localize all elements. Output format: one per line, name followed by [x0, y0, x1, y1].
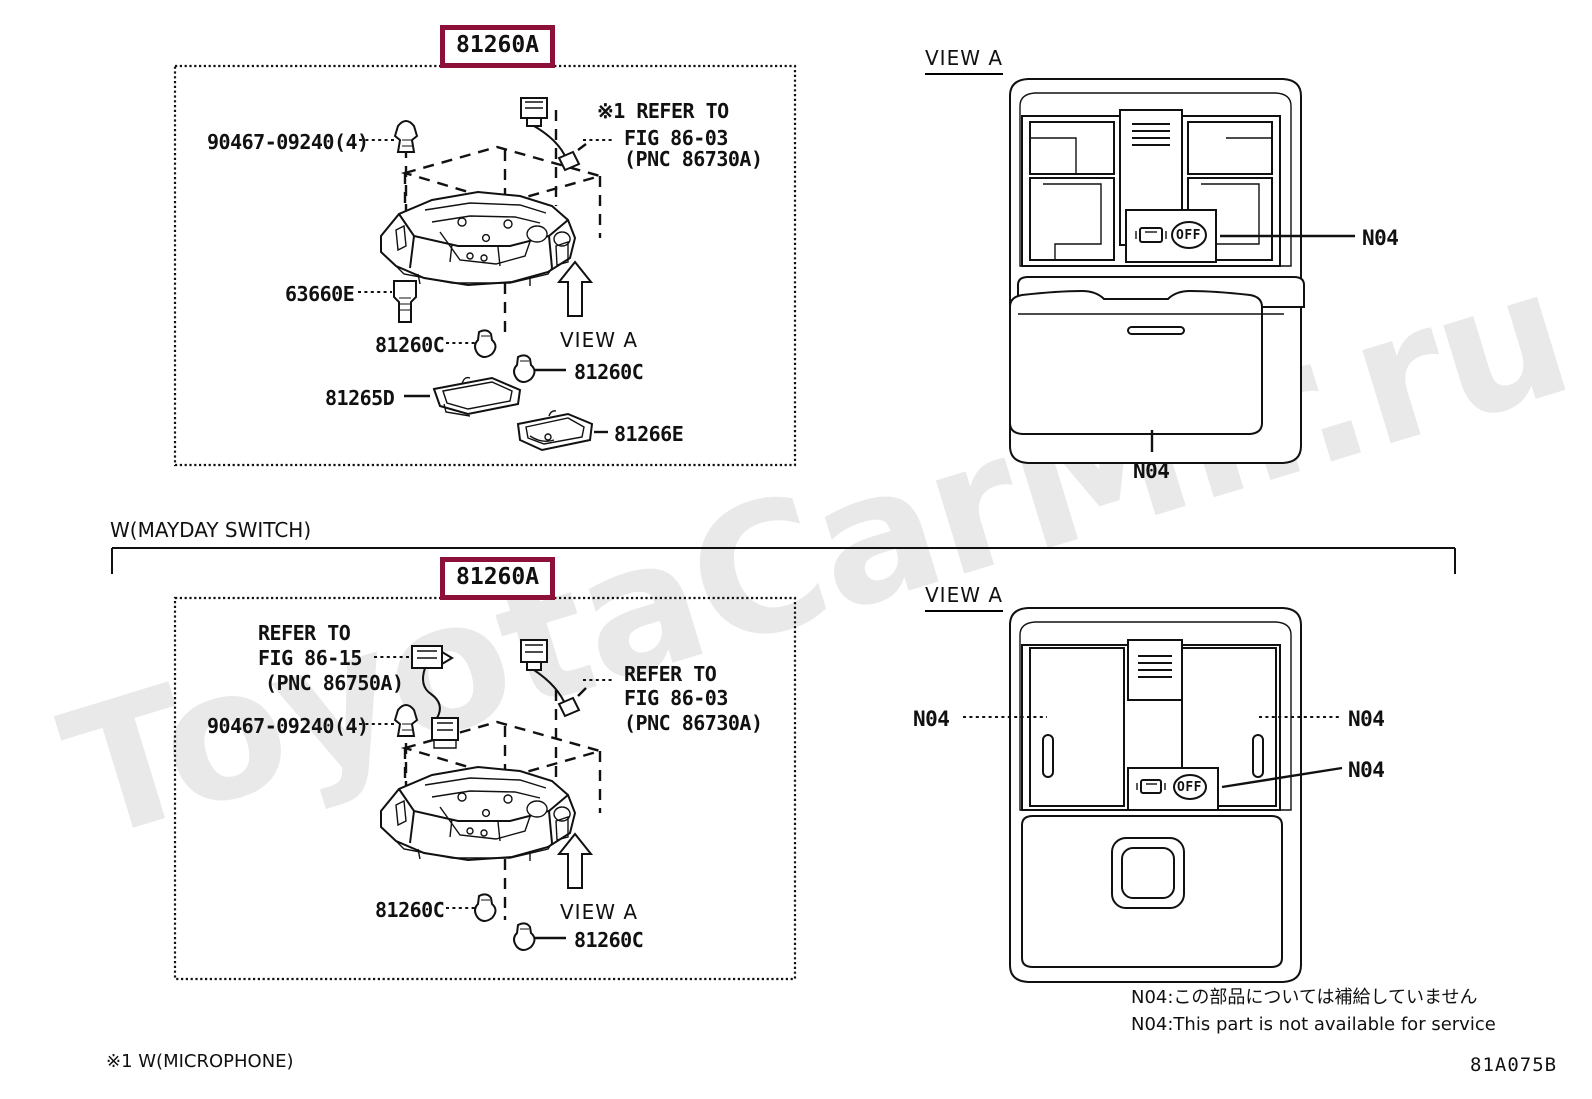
- overhead-console-bottom-assembly: [380, 690, 605, 920]
- part-63660E-top: [358, 280, 417, 323]
- callout-n04-box-top: N04: [1133, 459, 1170, 483]
- label-90467-09240-bottom: 90467-09240(4): [207, 714, 369, 738]
- bulb-81260C-left-top: [446, 329, 497, 358]
- sunroof-switch-icon-bottom: [1136, 779, 1166, 794]
- label-90467-09240-top: 90467-09240(4): [207, 130, 369, 154]
- mayday-harness-86750A: [374, 645, 459, 749]
- label-refer-fig-8603-bottom: FIG 86-03: [624, 686, 728, 710]
- overhead-console-top-assembly: [380, 110, 605, 340]
- label-refer-to-8603-l1: REFER TO: [624, 662, 717, 686]
- callout-81260A-top[interactable]: 81260A: [440, 25, 556, 69]
- label-81265D: 81265D: [325, 386, 395, 410]
- lens-81266E-top: [516, 410, 608, 452]
- bulb-81260C-left-bottom: [446, 893, 497, 922]
- callout-n04-switch-top: N04: [1362, 226, 1399, 250]
- view-a-title-bottom: VIEW A: [925, 582, 1004, 613]
- label-view-a-arrow-bottom: VIEW A: [560, 900, 639, 924]
- bulb-81260C-right-top: [513, 354, 566, 383]
- label-refer-fig-8603-top: FIG 86-03: [624, 126, 728, 150]
- connector-harness-86730A-bottom: [520, 639, 614, 718]
- label-refer-to-8615-l1: REFER TO: [258, 621, 351, 645]
- section-label-mayday-switch: W(MAYDAY SWITCH): [110, 518, 312, 542]
- label-81260C-right-top: 81260C: [574, 360, 644, 384]
- label-81260C-left-top: 81260C: [375, 333, 445, 357]
- figure-code: 81A075B: [1470, 1054, 1558, 1076]
- microphone-grille-bottom: [1138, 655, 1172, 678]
- callout-n04-left-lamp: N04: [913, 707, 950, 731]
- lens-81265D-top: [404, 376, 522, 417]
- label-refer-pnc-86750A: (PNC 86750A): [265, 671, 404, 695]
- label-refer-pnc-86730A-bottom: (PNC 86730A): [624, 711, 763, 735]
- label-63660E: 63660E: [285, 282, 355, 306]
- callout-n04-switch-bottom: N04: [1348, 758, 1385, 782]
- clip-90467-part-bottom: [359, 704, 419, 737]
- mayday-switch-bracket: [111, 547, 1456, 574]
- label-refer-pnc-86730A-top: (PNC 86730A): [624, 147, 763, 171]
- label-view-a-arrow-top: VIEW A: [560, 328, 639, 352]
- bulb-81260C-right-bottom: [513, 922, 566, 951]
- label-refer-note-top: ※1 REFER TO: [597, 99, 729, 123]
- microphone-grille-top: [1132, 123, 1170, 146]
- clip-90467-part-top: [359, 120, 419, 153]
- switch-off-label-bottom[interactable]: OFF: [1177, 780, 1202, 795]
- legend-japanese: N04:この部品については補給していません: [1131, 987, 1478, 1008]
- sunroof-switch-icon-top: [1135, 227, 1167, 243]
- legend-english: N04:This part is not available for servi…: [1131, 1014, 1496, 1035]
- callout-81260A-bottom[interactable]: 81260A: [440, 557, 556, 601]
- label-refer-fig-8615: FIG 86-15: [258, 646, 362, 670]
- connector-harness-86730A-top: [520, 97, 614, 172]
- switch-off-label-top[interactable]: OFF: [1176, 228, 1201, 243]
- footnote-microphone: ※1 W(MICROPHONE): [106, 1051, 294, 1072]
- view-a-arrow-top: [556, 260, 594, 317]
- label-81260C-left-bottom: 81260C: [375, 898, 445, 922]
- view-a-bottom-illustration: [963, 607, 1343, 983]
- label-81260C-right-bottom: 81260C: [574, 928, 644, 952]
- callout-n04-right-lamp: N04: [1348, 707, 1385, 731]
- label-81266E: 81266E: [614, 422, 684, 446]
- view-a-title-top: VIEW A: [925, 45, 1004, 76]
- view-a-arrow-bottom: [556, 832, 594, 889]
- view-a-top-illustration: [1009, 78, 1355, 464]
